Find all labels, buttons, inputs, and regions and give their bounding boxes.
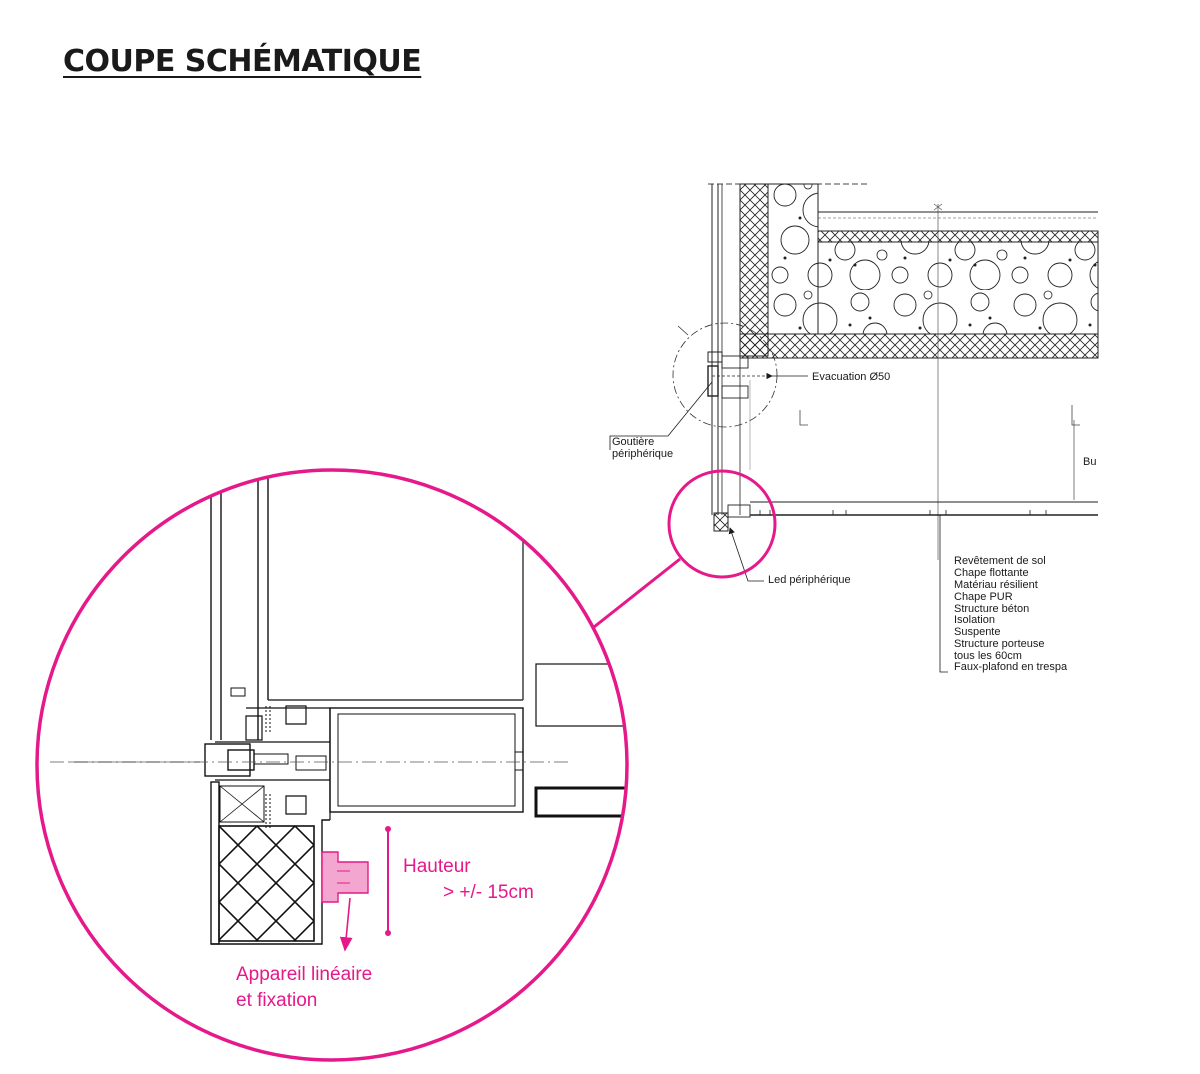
layer-item: Suspente [954, 626, 1000, 638]
layer-item: Chape PUR [954, 591, 1013, 603]
gutter-label-line2: périphérique [612, 448, 673, 460]
layer-item: Matériau résilient [954, 579, 1038, 591]
layer-item: Revêtement de sol [954, 555, 1046, 567]
gutter-label-line1: Goutière [612, 436, 654, 448]
layer-item: Structure porteuse [954, 638, 1045, 650]
detail-marker-circle [667, 469, 777, 579]
page-title: COUPE SCHÉMATIQUE [63, 44, 422, 79]
floor-section [672, 183, 1099, 560]
fixture-label-line2: et fixation [236, 990, 317, 1011]
layer-item: Faux-plafond en trespa [954, 661, 1068, 673]
magnifier-circle [35, 468, 629, 1062]
evacuation-label: Evacuation Ø50 [812, 371, 890, 383]
magnified-detail [50, 470, 627, 945]
layer-item: tous les 60cm [954, 650, 1022, 662]
led-fixture [321, 851, 369, 903]
fixture-label-line1: Appareil linéaire [236, 964, 372, 985]
magnifier-connector [593, 557, 681, 629]
height-label-line2: > +/- 15cm [443, 882, 534, 903]
layer-item: Chape flottante [954, 567, 1029, 579]
layer-item: Structure béton [954, 603, 1029, 615]
led-label: Led périphérique [768, 574, 851, 586]
layer-item: Isolation [954, 614, 995, 626]
height-label-line1: Hauteur [403, 856, 471, 877]
layer-legend: Revêtement de sol Chape flottante Matéri… [954, 555, 1068, 673]
cropped-label: Bu [1083, 456, 1096, 468]
